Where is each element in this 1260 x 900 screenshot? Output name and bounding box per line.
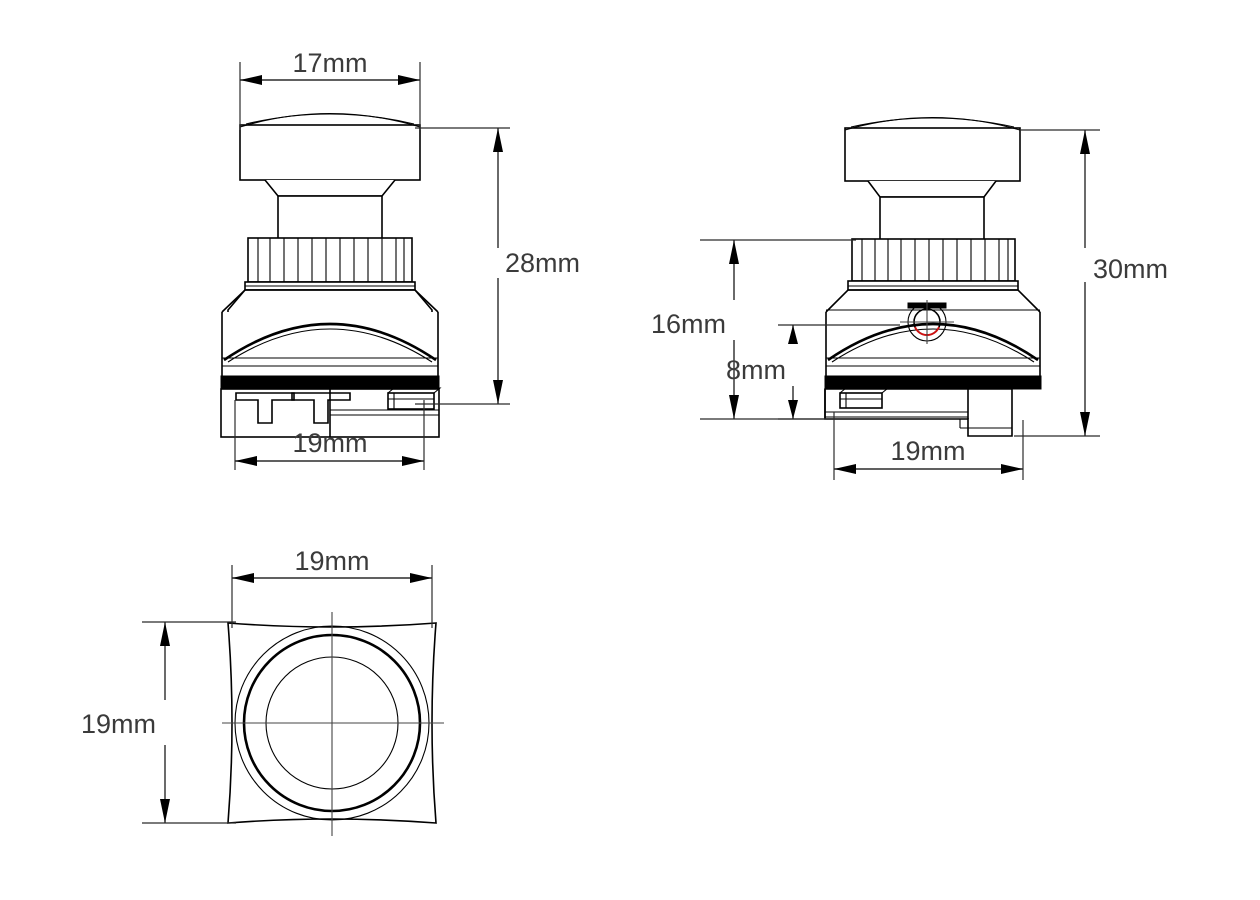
front-body (221, 289, 439, 379)
dim-side-height-16: 16mm (651, 239, 856, 420)
dim-front-width-top: 17mm (239, 48, 421, 130)
dim-label-19mm-top-width: 19mm (294, 546, 369, 576)
front-view (220, 112, 442, 438)
screw-detail-icon (900, 300, 954, 344)
side-view-dimensions: 30mm 16mm 8mm 1 (651, 129, 1168, 480)
dim-label-16mm: 16mm (651, 309, 726, 339)
dim-side-height-total: 30mm (1014, 129, 1168, 437)
front-black-band (220, 375, 440, 390)
side-neck (867, 180, 997, 242)
dim-front-height: 28mm (415, 127, 580, 405)
dim-label-19mm-top-height: 19mm (81, 709, 156, 739)
dim-label-30mm: 30mm (1093, 254, 1168, 284)
side-black-band (824, 375, 1042, 390)
dim-top-height: 19mm (81, 621, 236, 824)
front-terminal-block (220, 387, 442, 438)
front-knurled-ring (244, 237, 416, 291)
side-button-head (844, 116, 1021, 182)
dim-top-width: 19mm (231, 546, 433, 628)
front-neck (264, 179, 396, 241)
dim-side-width-bottom: 19mm (833, 412, 1024, 480)
top-view (222, 612, 444, 836)
front-button-head (239, 112, 421, 181)
dim-label-8mm: 8mm (726, 355, 786, 385)
dim-front-width-bottom: 19mm (234, 400, 425, 470)
front-view-dimensions: 17mm 28mm 19mm (234, 48, 580, 470)
top-view-dimensions: 19mm 19mm (81, 546, 433, 824)
dim-side-height-8: 8mm (726, 324, 900, 420)
dim-label-19mm-front: 19mm (292, 428, 367, 458)
side-knurled-ring (847, 238, 1019, 291)
dim-label-28mm: 28mm (505, 248, 580, 278)
side-view (824, 116, 1042, 437)
dim-label-17mm: 17mm (292, 48, 367, 78)
dim-label-19mm-side: 19mm (890, 436, 965, 466)
